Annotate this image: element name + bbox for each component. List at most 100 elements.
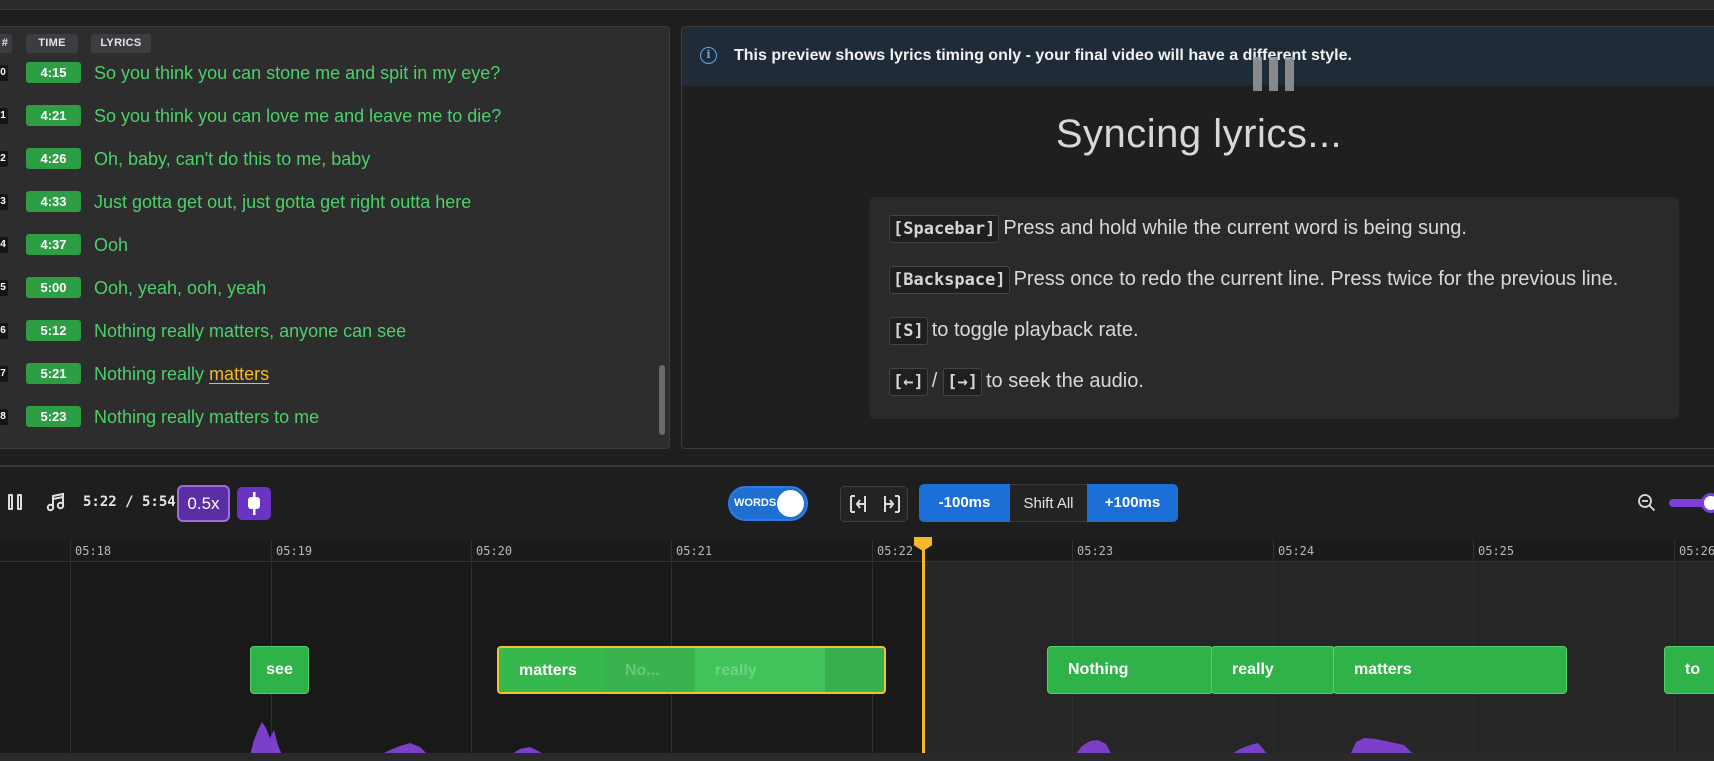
keyboard-hints: [Spacebar]Press and hold while the curre… <box>869 197 1679 419</box>
row-time-badge[interactable]: 5:12 <box>26 320 81 341</box>
row-number: 0 <box>0 65 8 81</box>
kbd-backspace: [Backspace] <box>889 266 1010 294</box>
lyrics-scrollbar[interactable] <box>659 365 665 435</box>
row-number: 8 <box>0 409 8 425</box>
word-label: see <box>266 661 293 678</box>
music-note-icon[interactable] <box>44 490 68 514</box>
lyrics-panel: # TIME LYRICS 0 4:15 So you think you ca… <box>0 26 670 449</box>
overlapped-word-label: No... <box>625 662 660 679</box>
hint-separator: / <box>931 370 938 392</box>
gridline <box>471 540 472 761</box>
lyric-row[interactable]: 5 5:00 Ooh, yeah, ooh, yeah <box>0 270 650 306</box>
tick-label: 05:21 <box>676 544 713 558</box>
move-end-right-icon[interactable] <box>875 487 909 521</box>
tick-label: 05:26 <box>1679 544 1714 558</box>
lyric-row[interactable]: 0 4:15 So you think you can stone me and… <box>0 55 650 91</box>
timeline-ruler[interactable] <box>0 540 1714 562</box>
kbd-right: [→] <box>943 368 982 396</box>
row-number: 7 <box>0 366 8 382</box>
lyric-text[interactable]: Nothing really matters to me <box>94 407 320 427</box>
kbd-s: [S] <box>889 317 928 345</box>
hint-spacebar: [Spacebar]Press and hold while the curre… <box>889 213 1467 243</box>
hint-text: to seek the audio. <box>986 370 1144 392</box>
split-marker-button[interactable] <box>237 487 271 520</box>
row-number: 5 <box>0 280 8 296</box>
tick-label: 05:23 <box>1077 544 1114 558</box>
word-block-selected[interactable]: No... really matters <box>497 646 886 694</box>
info-text: This preview shows lyrics timing only - … <box>734 47 1352 64</box>
word-block[interactable]: really <box>1211 646 1335 694</box>
overlapped-word-label: really <box>715 662 757 679</box>
col-header-time: TIME <box>26 34 78 53</box>
word-block[interactable]: to <box>1664 646 1714 694</box>
row-time-badge[interactable]: 4:26 <box>26 148 81 169</box>
time-display: 5:22 / 5:54 <box>83 494 176 510</box>
word-label: matters <box>519 662 577 679</box>
tick-label: 05:20 <box>476 544 513 558</box>
row-time-badge[interactable]: 4:37 <box>26 234 81 255</box>
lyric-text[interactable]: Just gotta get out, just gotta get right… <box>94 192 472 212</box>
shift-all-label: Shift All <box>1010 484 1087 522</box>
nudge-plus-button[interactable]: +100ms <box>1087 484 1178 522</box>
pause-overlay-icon <box>1253 57 1295 91</box>
overlapped-word: really <box>695 648 825 692</box>
current-word: matters <box>209 364 270 384</box>
lyric-text[interactable]: Nothing really matters, anyone can see <box>94 321 407 341</box>
overlapped-word: No... <box>605 648 693 692</box>
horizontal-scrollbar[interactable] <box>0 753 1714 761</box>
hint-text: to toggle playback rate. <box>931 319 1139 341</box>
pause-button[interactable] <box>8 494 24 510</box>
playback-rate-button[interactable]: 0.5x <box>177 485 230 522</box>
word-block[interactable]: Nothing <box>1047 646 1213 694</box>
hint-backspace: [Backspace]Press once to redo the curren… <box>889 264 1618 294</box>
playhead[interactable] <box>922 538 925 761</box>
lyric-text[interactable]: So you think you can love me and leave m… <box>94 106 502 126</box>
pin-icon <box>248 492 260 515</box>
lyric-text-sung: Nothing really <box>94 364 210 384</box>
lyric-text[interactable]: So you think you can stone me and spit i… <box>94 63 501 83</box>
word-block[interactable]: see <box>250 646 309 694</box>
zoom-slider-handle[interactable] <box>1701 493 1714 513</box>
sync-status-title: Syncing lyrics... <box>1055 112 1343 156</box>
row-time-badge[interactable]: 4:33 <box>26 191 81 212</box>
word-block[interactable]: matters <box>1333 646 1567 694</box>
row-time-badge[interactable]: 5:21 <box>26 363 81 384</box>
col-header-number: # <box>0 34 12 53</box>
lyric-text[interactable]: Nothing really matters <box>94 362 269 386</box>
words-toggle[interactable]: WORDS <box>728 486 808 521</box>
preview-panel: i This preview shows lyrics timing only … <box>681 26 1714 449</box>
tick-label: 05:24 <box>1278 544 1315 558</box>
zoom-out-icon[interactable] <box>1636 492 1658 514</box>
toolbar-divider <box>0 465 1714 467</box>
zoom-slider-track[interactable] <box>1669 499 1714 507</box>
words-toggle-label: WORDS <box>734 497 777 509</box>
top-strip <box>0 0 1714 10</box>
boundary-button-group <box>840 486 908 522</box>
info-icon: i <box>700 47 717 64</box>
lyric-row-current[interactable]: 7 5:21 Nothing really matters <box>0 356 650 392</box>
lyric-row[interactable]: 3 4:33 Just gotta get out, just gotta ge… <box>0 184 650 220</box>
hint-text: Press and hold while the current word is… <box>1003 217 1467 239</box>
lyric-row[interactable]: 8 5:23 Nothing really matters to me <box>0 399 650 435</box>
playhead-handle[interactable] <box>914 537 932 551</box>
overlapped-word <box>825 648 884 692</box>
lyric-row[interactable]: 2 4:26 Oh, baby, can't do this to me, ba… <box>0 141 650 177</box>
nudge-minus-button[interactable]: -100ms <box>919 484 1010 522</box>
word-label: matters <box>1354 661 1412 678</box>
lyric-row[interactable]: 6 5:12 Nothing really matters, anyone ca… <box>0 313 650 349</box>
gridline <box>70 540 71 761</box>
row-time-badge[interactable]: 4:21 <box>26 105 81 126</box>
audio-waveform <box>250 722 1414 755</box>
hint-text: Press once to redo the current line. Pre… <box>1013 268 1619 290</box>
row-time-badge[interactable]: 5:23 <box>26 406 81 427</box>
word-label: Nothing <box>1068 661 1129 678</box>
lyric-row[interactable]: 1 4:21 So you think you can love me and … <box>0 98 650 134</box>
lyric-text[interactable]: Ooh <box>94 235 129 255</box>
lyric-text[interactable]: Ooh, yeah, ooh, yeah <box>94 278 267 298</box>
lyric-text[interactable]: Oh, baby, can't do this to me, baby <box>94 149 371 169</box>
kbd-spacebar: [Spacebar] <box>889 215 1000 243</box>
row-time-badge[interactable]: 5:00 <box>26 277 81 298</box>
lyric-row[interactable]: 4 4:37 Ooh <box>0 227 650 263</box>
move-start-left-icon[interactable] <box>841 487 875 521</box>
row-time-badge[interactable]: 4:15 <box>26 62 81 83</box>
